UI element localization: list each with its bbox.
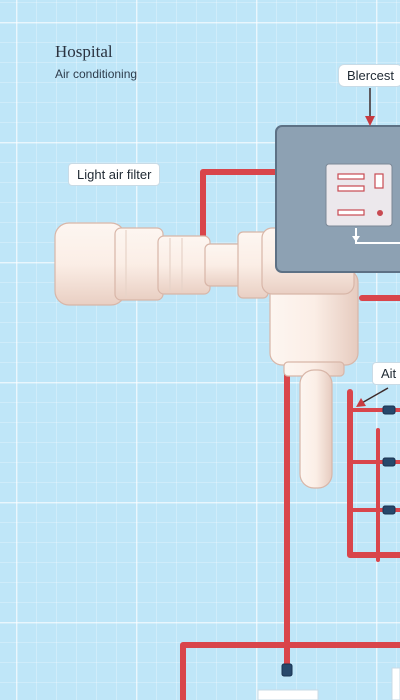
callout-blercest: Blercest <box>338 64 400 87</box>
bottom-valve <box>281 663 293 677</box>
panel-cable <box>355 228 400 244</box>
valve-1 <box>382 405 396 415</box>
bottom-return-pipe <box>180 642 400 700</box>
arrow-head-right <box>356 398 366 407</box>
valve-2 <box>382 457 396 467</box>
diagram-subtitle: Air conditioning <box>55 67 138 81</box>
supply-pipe-top <box>200 169 279 243</box>
control-panel <box>325 163 393 227</box>
callout-ait: Ait <box>372 362 400 385</box>
red-pipe-network <box>180 169 400 700</box>
panel-indicator <box>374 173 384 189</box>
right-riser-pipe <box>347 389 400 558</box>
arrow-head-top <box>365 116 375 126</box>
bottom-right-box <box>391 667 400 700</box>
intake-tube-2 <box>157 235 211 295</box>
air-handling-unit <box>54 222 359 489</box>
unit-lower-tube <box>299 369 333 489</box>
annotation-arrows <box>356 88 389 407</box>
diagram-title: Hospital <box>55 42 113 61</box>
branch-pipes <box>348 408 400 562</box>
valve-3 <box>382 505 396 515</box>
panel-button <box>377 210 383 216</box>
callout-light-air-filter: Light air filter <box>68 163 161 186</box>
branch-valves <box>281 405 396 677</box>
intake-tube-1 <box>114 227 164 301</box>
control-box <box>275 125 400 273</box>
bottom-box <box>257 689 319 700</box>
